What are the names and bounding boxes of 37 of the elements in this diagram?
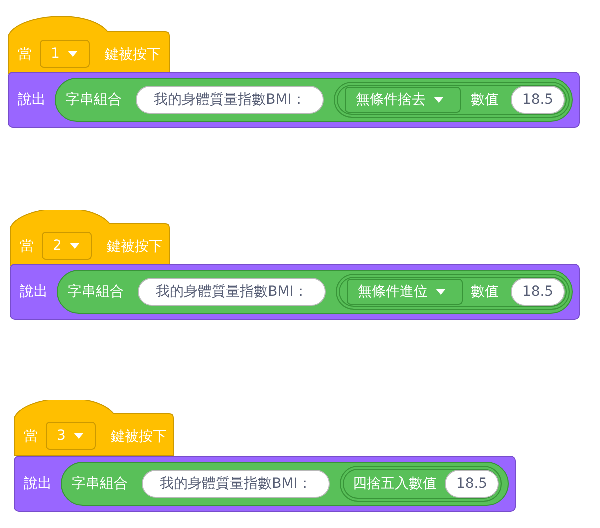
block-label: 數值 (471, 283, 499, 301)
say-block (10, 264, 580, 320)
block-label: 說出 (20, 283, 48, 301)
hat-block (14, 400, 174, 456)
round-block (340, 466, 502, 502)
block-label: 鍵被按下 (107, 238, 163, 256)
block-label: 當 (20, 238, 34, 256)
round-block (334, 82, 570, 118)
block-label: 四捨五入數值 (353, 475, 437, 493)
block-label: 當 (18, 46, 32, 64)
hat-block (10, 210, 170, 266)
dropdown-menu: 無條件進位 (347, 279, 463, 305)
text-input-field: 18.5 (511, 86, 565, 114)
block-label: 鍵被按下 (105, 46, 161, 64)
join-block (61, 462, 509, 506)
dropdown-menu: 無條件捨去 (345, 87, 461, 113)
block-label: 鍵被按下 (111, 428, 167, 446)
say-block (8, 72, 580, 128)
join-block (57, 270, 573, 314)
dropdown-menu: 3 (46, 422, 96, 450)
join-block (55, 78, 573, 122)
block-label: 字串組合 (68, 283, 124, 301)
dropdown-menu: 1 (40, 40, 90, 68)
block-label: 數值 (471, 91, 499, 109)
block-label: 說出 (18, 91, 46, 109)
block-label: 字串組合 (72, 475, 128, 493)
text-input-field: 18.5 (511, 278, 565, 306)
block-label: 字串組合 (66, 91, 122, 109)
block-label: 當 (24, 428, 38, 446)
text-input-field: 我的身體質量指數BMI： (136, 86, 324, 114)
round-block (336, 274, 570, 310)
text-input-field: 18.5 (445, 470, 499, 498)
dropdown-menu: 2 (42, 232, 92, 260)
text-input-field: 我的身體質量指數BMI： (142, 470, 330, 498)
text-input-field: 我的身體質量指數BMI： (138, 278, 326, 306)
say-block (14, 456, 516, 512)
block-label: 說出 (24, 475, 52, 493)
